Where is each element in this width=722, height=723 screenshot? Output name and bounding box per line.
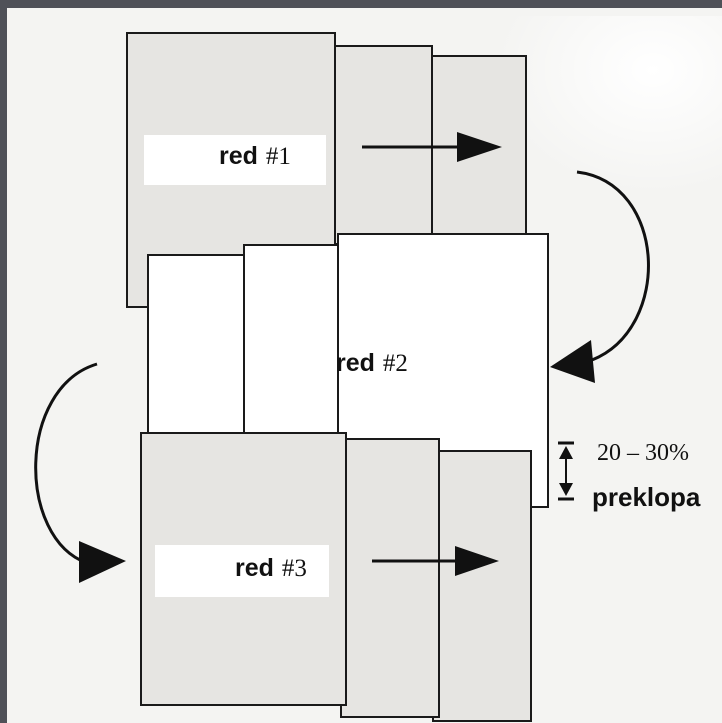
row3-label: red #3	[235, 554, 307, 583]
row3-sheet-2	[340, 438, 440, 718]
row2-label-number: #2	[382, 350, 408, 377]
row3-label-number: #3	[281, 555, 307, 582]
row2-label: red #2	[336, 349, 408, 378]
row3-label-word: red	[235, 554, 274, 582]
row1-direction-arrow	[362, 132, 502, 162]
row1-label-word: red	[219, 142, 258, 170]
row1-label-number: #1	[265, 143, 291, 170]
row3-direction-arrow	[372, 546, 499, 576]
overlap-dimension-marker	[558, 441, 574, 501]
row1-label: red #1	[219, 142, 291, 171]
row1-to-row2-curved-arrow	[550, 170, 650, 383]
overlap-percentage: 20 – 30%	[597, 440, 689, 466]
row2-label-word: red	[336, 349, 375, 377]
overlap-label: preklopa	[592, 482, 701, 512]
row2-to-row3-curved-arrow	[34, 362, 126, 583]
arrows-layer	[34, 132, 650, 583]
